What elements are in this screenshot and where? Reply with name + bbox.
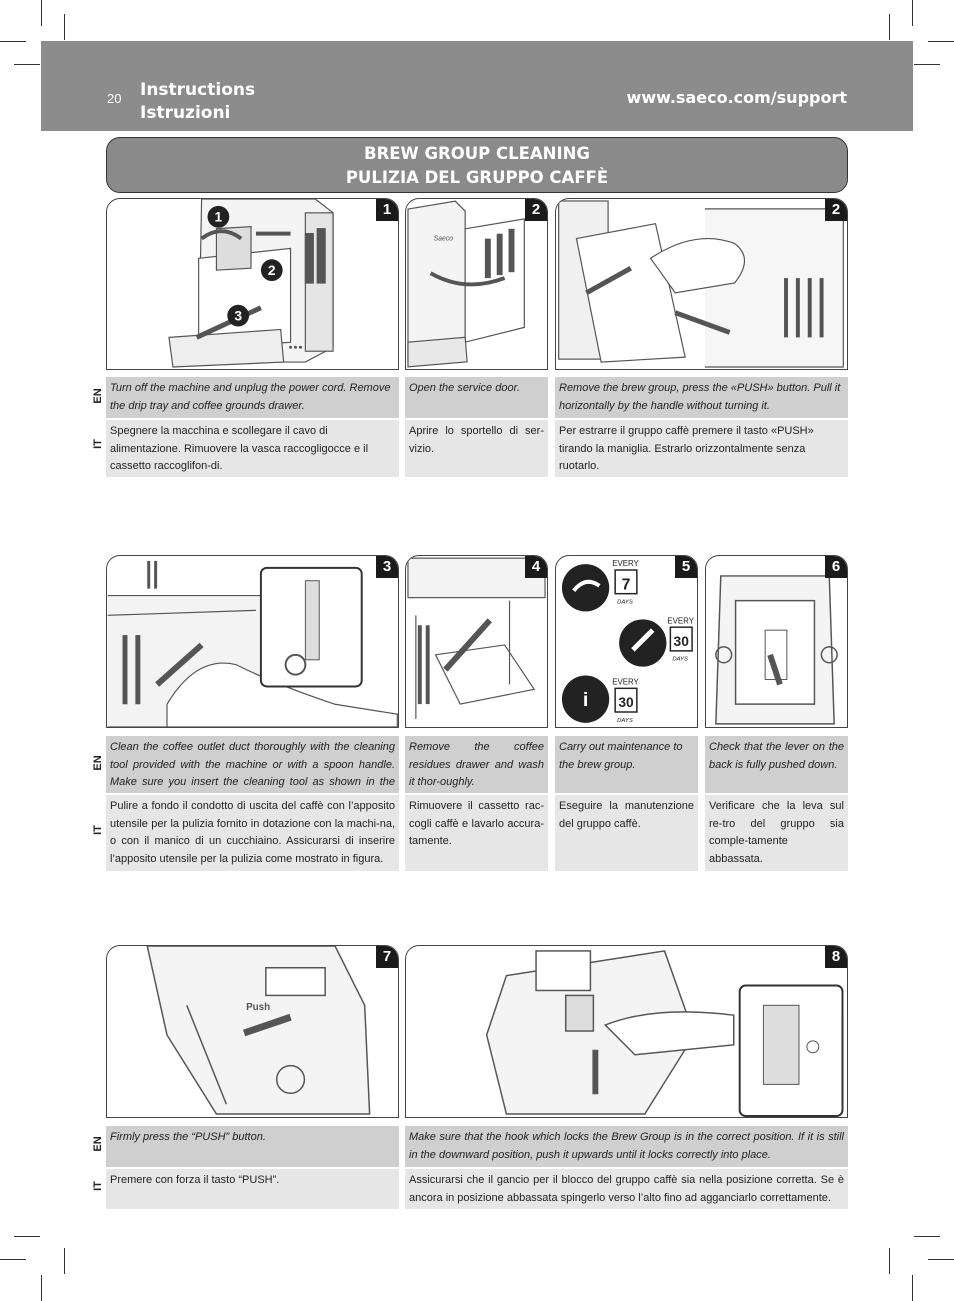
crop-mark [914,1236,940,1237]
crop-mark [912,1275,913,1301]
step-number: 7 [376,946,398,968]
step-number: 3 [376,556,398,578]
page-title: Instructions Istruzioni [140,79,255,125]
instruction-en: Clean the coffee outlet duct thoroughly … [106,736,399,806]
interval-30: 30 [618,695,634,710]
instruction-it: Rimuovere il cassetto rac-cogli caffè e … [405,795,548,871]
instruction-en: Remove the brew group, press the «PUSH» … [555,377,848,418]
callout-badge [207,205,230,228]
instruction-en: Check that the lever on the back is full… [705,736,848,793]
instruction-it: Per estrarre il gruppo caffè premere il … [555,420,848,477]
step-number: 5 [675,556,697,578]
instruction-en: Turn off the machine and unplug the powe… [106,377,399,418]
instruction-en: Remove the coffee residues drawer and wa… [405,736,548,793]
lang-label-it: IT [92,439,104,449]
machine-drawing: 1 2 3 [168,199,334,368]
illustration-step-7: Push 7 [106,945,399,1118]
illustration-step-4: 4 [405,555,548,728]
header-band [41,41,913,131]
crop-mark [64,14,65,40]
instruction-it: Eseguire la manutenzione del gruppo caff… [555,795,698,871]
crop-mark [928,41,954,42]
crop-mark [928,1259,954,1260]
crop-mark [912,0,913,26]
interval-30: 30 [674,634,690,649]
every-label: EVERY [612,559,639,568]
instruction-it: Pulire a fondo il condotto di uscita del… [106,795,399,871]
instruction-it: Premere con forza il tasto “PUSH”. [106,1169,399,1209]
crop-mark [889,1248,890,1274]
instruction-it: Verificare che la leva sul re-tro del gr… [705,795,848,871]
title-en: Instructions [140,80,256,100]
step-number: 2 [525,199,547,221]
instruction-en: Firmly press the “PUSH” button. [106,1126,399,1167]
step-number: 6 [825,556,847,578]
illustration-step-8: 8 [405,945,848,1118]
days-label: DAYS [672,657,688,663]
crop-mark [0,41,26,42]
callout-badge [260,259,283,282]
instruction-en: Make sure that the hook which locks the … [405,1126,848,1167]
days-label: DAYS [617,600,633,606]
callout-badge [227,304,250,327]
info-icon [561,675,610,723]
crop-mark [41,0,42,26]
section-banner: BREW GROUP CLEANING PULIZIA DEL GRUPPO C… [106,137,848,193]
instruction-it: Aprire lo sportello di ser-vizio. [405,420,548,477]
svg-text:i: i [583,689,588,711]
banner-title-en: BREW GROUP CLEANING [364,144,590,163]
instruction-it: Assicurarsi che il gancio per il blocco … [405,1169,848,1209]
instruction-en: Carry out maintenance to the brew group. [555,736,698,793]
brand-mark: Saeco [434,236,454,243]
illustration-step-3: 3 [106,555,399,728]
step-number: 8 [825,946,847,968]
interval-7: 7 [622,577,631,594]
rinse-icon [561,564,610,612]
lang-label-en: EN [92,755,104,771]
lang-label-en: EN [92,1136,104,1152]
callout-1: 1 [215,209,223,225]
callout-3: 3 [234,308,242,324]
every-label: EVERY [612,677,639,686]
crop-mark [914,64,940,65]
banner-title-it: PULIZIA DEL GRUPPO CAFFÈ [345,168,609,187]
days-label: DAYS [617,718,633,724]
illustration-step-2b: 2 [555,198,848,370]
page-number: 20 [107,91,122,106]
crop-mark [889,14,890,40]
support-url[interactable]: www.saeco.com/support [626,88,847,107]
lang-label-en: EN [92,388,104,404]
push-label: Push [246,1002,270,1013]
step-number: 4 [525,556,547,578]
crop-mark [14,1236,40,1237]
lang-label-it: IT [92,825,104,835]
step-number: 1 [376,199,398,221]
illustration-step-6: 6 [705,555,848,728]
lang-label-it: IT [92,1181,104,1191]
callout-2: 2 [268,262,276,278]
every-label: EVERY [667,616,694,625]
instruction-en: Open the service door. [405,377,548,418]
crop-mark [14,64,40,65]
illustration-step-1: 1 2 3 1 [106,198,399,370]
crop-mark [41,1275,42,1301]
crop-mark [0,1259,26,1260]
crop-mark [64,1248,65,1274]
illustration-step-2: Saeco 2 [405,198,548,370]
illustration-step-5: i EVERY 7 DAYS EVERY 30 DAYS EVERY 30 DA… [555,555,698,728]
instruction-it: Spegnere la macchina e scollegare il cav… [106,420,399,477]
step-number: 2 [825,199,847,221]
title-it: Istruzioni [140,103,231,123]
